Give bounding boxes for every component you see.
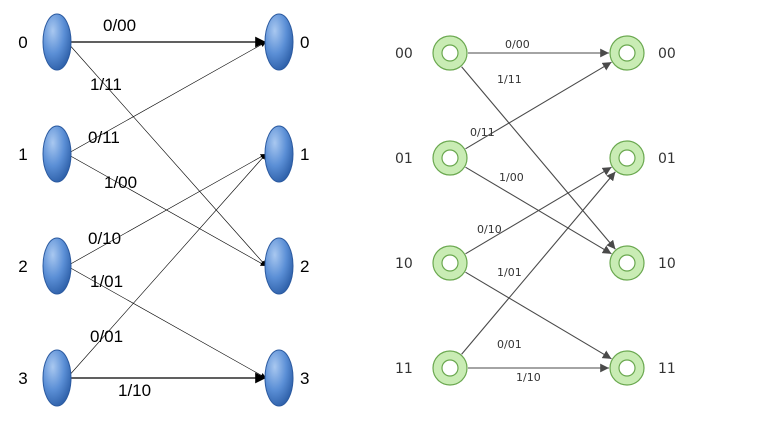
right-state-label-current: 00: [395, 46, 413, 62]
right-diagram-nodes: [432, 35, 645, 386]
right-state-label-next: 10: [658, 256, 676, 272]
left-edge-0-2: [66, 41, 267, 267]
right-state-label-current: 01: [395, 151, 413, 167]
left-state-label-next: 1: [300, 145, 309, 164]
right-state-node-current: [432, 245, 468, 281]
left-state-node-current: [42, 13, 72, 71]
left-state-node-next: [264, 125, 294, 183]
left-state-label-next: 0: [300, 33, 309, 52]
left-edge-2-1: [66, 153, 267, 267]
right-state-label-next: 00: [658, 46, 676, 62]
right-edge-3-1: [461, 171, 616, 355]
right-state-label-next: 01: [658, 151, 676, 167]
left-edge-2-3: [66, 265, 267, 379]
left-edge-label: 1/11: [90, 75, 122, 94]
right-diagram-labels: 0/00 1/11 0/11 1/00 0/10 1/01 0/01 1/10 00 00 01 01…: [395, 38, 676, 384]
left-diagram-edges: [66, 36, 267, 384]
left-state-node-next: [264, 13, 294, 71]
left-state-label-current: 3: [18, 369, 27, 388]
right-diagram-edges: [461, 48, 616, 373]
left-edge-label: 0/01: [90, 327, 123, 346]
right-state-node-current: [432, 35, 468, 71]
left-edge-label: 0/10: [88, 229, 121, 248]
right-edge-label: 1/10: [516, 371, 541, 384]
right-edge-2-1: [465, 166, 612, 255]
right-edge-label: 0/01: [497, 338, 522, 351]
right-state-node-next: [609, 35, 645, 71]
left-edge-label: 1/01: [90, 272, 123, 291]
right-state-node-next: [609, 245, 645, 281]
right-state-node-current: [432, 140, 468, 176]
left-edge-label: 0/11: [88, 128, 120, 147]
right-edge-label: 1/00: [499, 171, 524, 184]
left-state-node-next: [264, 237, 294, 295]
left-state-label-current: 2: [18, 257, 27, 276]
left-state-label-current: 0: [18, 33, 27, 52]
left-state-label-current: 1: [18, 145, 27, 164]
left-diagram-nodes: [42, 13, 294, 407]
right-state-label-next: 11: [658, 361, 676, 377]
right-state-node-next: [609, 140, 645, 176]
left-state-node-current: [42, 237, 72, 295]
right-edge-0-2: [461, 66, 616, 250]
right-edge-1-0: [465, 61, 612, 150]
left-edge-3-1: [66, 153, 267, 379]
left-edge-1-0: [66, 41, 267, 155]
right-edge-label: 0/10: [477, 223, 502, 236]
left-state-label-next: 3: [300, 369, 309, 388]
right-edge-2-3: [465, 271, 612, 360]
right-state-label-current: 10: [395, 256, 413, 272]
right-state-label-current: 11: [395, 361, 413, 377]
right-edge-label: 1/01: [497, 266, 522, 279]
right-edge-label: 0/11: [470, 126, 495, 139]
right-edge-label: 1/11: [497, 73, 522, 86]
left-state-node-next: [264, 349, 294, 407]
right-state-node-current: [432, 350, 468, 386]
left-edge-label: 1/00: [104, 173, 137, 192]
left-state-node-current: [42, 349, 72, 407]
left-edge-label: 1/10: [118, 381, 151, 400]
left-state-node-current: [42, 125, 72, 183]
right-edge-label: 0/00: [505, 38, 530, 51]
left-diagram-labels: 0/00 1/11 0/11 1/00 0/10 1/01 0/01 1/10 0 0 1 1 2 2 3 3: [18, 16, 309, 400]
left-edge-label: 0/00: [103, 16, 136, 35]
left-state-label-next: 2: [300, 257, 309, 276]
right-state-node-next: [609, 350, 645, 386]
